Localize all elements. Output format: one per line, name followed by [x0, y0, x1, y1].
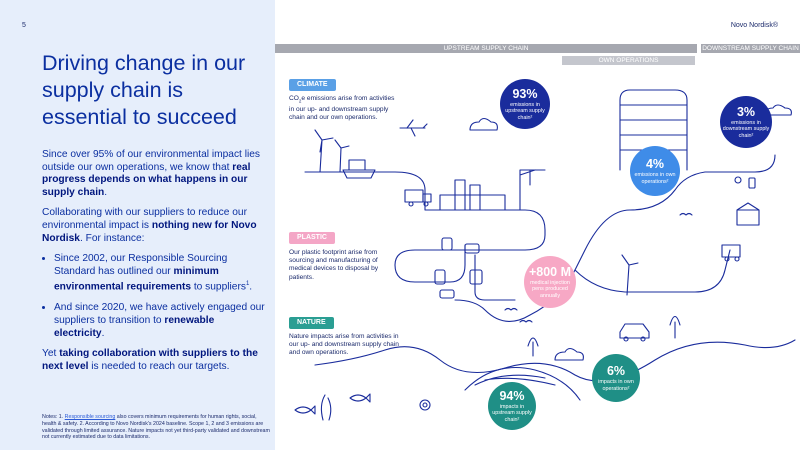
skyscraper-icon	[619, 89, 688, 171]
intro-paragraph: Since over 95% of our environmental impa…	[42, 149, 261, 198]
recycling-box-icon	[734, 176, 760, 226]
footnotes: Notes: 1. Responsible sourcing also cove…	[42, 414, 270, 441]
gear-icon	[419, 399, 431, 411]
left-panel	[0, 0, 275, 450]
field-icon	[464, 366, 581, 401]
climate-label: CLIMATE	[289, 79, 336, 91]
collab-paragraph: Collaborating with our suppliers to redu…	[42, 207, 257, 244]
fish-icon	[294, 393, 371, 415]
closing-paragraph: Yet taking collaboration with suppliers …	[42, 348, 258, 372]
plastic-stat: +800 M medical injection pens produced a…	[524, 256, 576, 308]
nature-description: Nature impacts arise from activities in …	[289, 333, 399, 357]
downstream-climate-stat: 3% emissions in downstream supply chain²	[720, 96, 772, 148]
flow-line	[314, 339, 796, 382]
truck-icon	[404, 189, 741, 262]
factory-icon	[439, 179, 506, 211]
tree-icon	[527, 315, 681, 357]
responsible-sourcing-link[interactable]: Responsible sourcing	[64, 414, 116, 420]
body-text: Since over 95% of our environmental impa…	[42, 149, 267, 381]
upstream-nature-stat: 94% impacts in upstream supply chain²	[488, 382, 536, 430]
downstream-supply-chain-bar: DOWNSTREAM SUPPLY CHAIN	[701, 44, 800, 53]
plastic-description: Our plastic footprint arise from sourcin…	[289, 249, 379, 281]
medical-devices-icon	[434, 237, 483, 299]
flow-line	[474, 254, 516, 301]
flow-line	[454, 154, 776, 322]
bullet-list: Since 2002, our Responsible Sourcing Sta…	[42, 253, 267, 340]
nature-label: NATURE	[289, 317, 334, 329]
birds-icon	[504, 212, 693, 323]
plastic-label: PLASTIC	[289, 232, 335, 244]
supply-chain-illustration	[294, 89, 796, 421]
page-number: 5	[22, 22, 26, 29]
ship-icon	[342, 159, 376, 179]
seaweed-icon	[320, 394, 332, 421]
upstream-supply-chain-bar: UPSTREAM SUPPLY CHAIN	[275, 44, 697, 53]
own-operations-climate-stat: 4% emissions in own operations²	[630, 146, 680, 196]
climate-description: CO2e emissions arise from activities in …	[289, 95, 395, 121]
list-item: And since 2020, we have actively engaged…	[54, 302, 267, 340]
airplane-icon	[399, 119, 428, 137]
flow-line	[304, 171, 546, 283]
own-operations-nature-stat: 6% impacts in own operations²	[592, 354, 640, 402]
brand-name: Novo Nordisk®	[730, 22, 778, 29]
flow-line	[574, 249, 731, 293]
list-item: Since 2002, our Responsible Sourcing Sta…	[54, 253, 267, 294]
crane-icon	[519, 169, 546, 211]
page-title: Driving change in our supply chain is es…	[42, 51, 246, 129]
car-icon	[619, 323, 650, 342]
own-operations-bar: OWN OPERATIONS	[562, 56, 695, 65]
wind-turbine-icon	[314, 129, 639, 296]
upstream-climate-stat: 93% emissions in upstream supply chain²	[500, 79, 550, 129]
